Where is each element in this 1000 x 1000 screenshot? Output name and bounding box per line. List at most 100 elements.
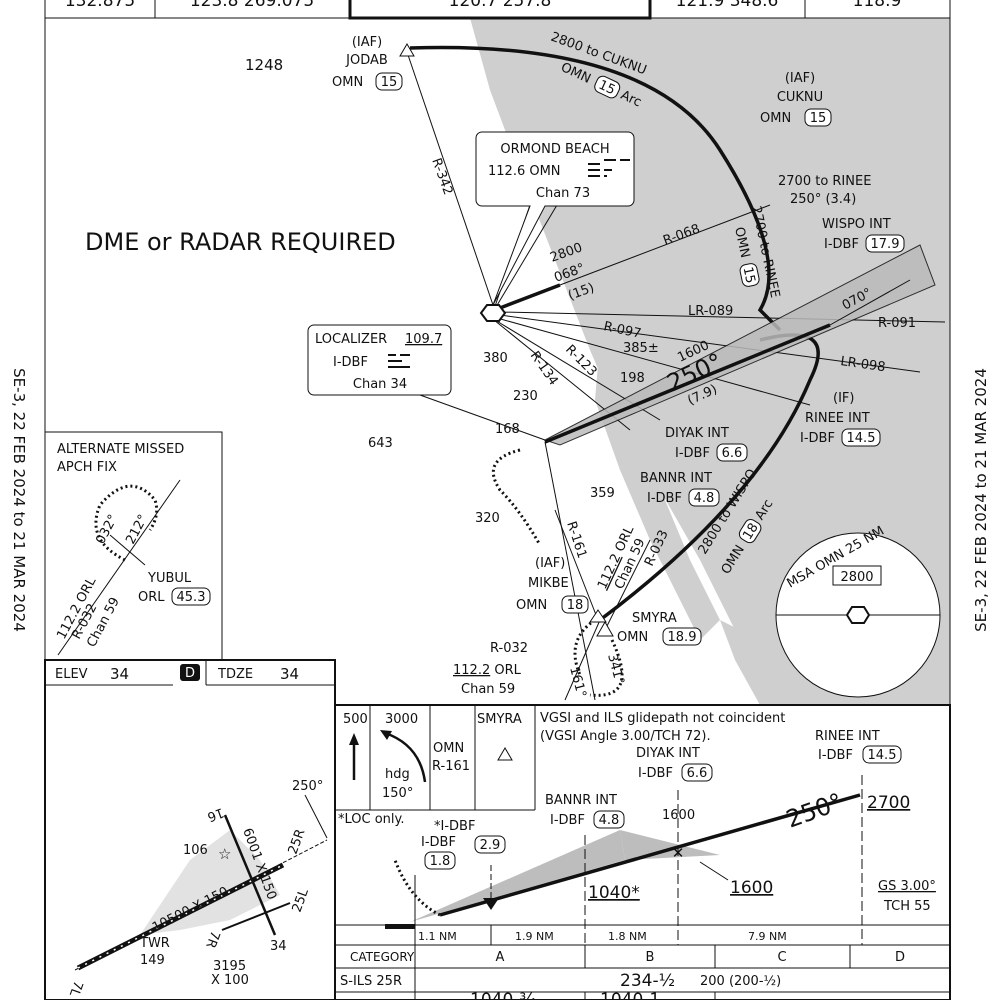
profile-diyak: DIYAK INT I-DBF 6.6 [636, 746, 713, 782]
fix-label: (IAF) [535, 556, 565, 571]
dme-value: 17.9 [871, 237, 900, 252]
navaid-name: ORMOND BEACH [500, 142, 609, 157]
localizer-title: LOCALIZER [315, 332, 387, 347]
profile-step-1-8: I-DBF 1.8 [421, 835, 456, 870]
fix-label: SMYRA [632, 611, 677, 626]
msa-altitude: 2800 [840, 570, 873, 585]
side-date-right: SE-3, 22 FEB 2024 to 21 MAR 2024 [972, 368, 990, 632]
alt-missed-title: APCH FIX [57, 460, 117, 475]
fix-smyra: SMYRA OMN 18.9 [617, 611, 702, 646]
dme-value: 6.6 [687, 766, 708, 781]
fix-label: (IAF) [352, 35, 382, 50]
fix-cuknu: (IAF) CUKNU OMN 15 [760, 71, 832, 127]
radial-r032: R-032 [490, 641, 528, 656]
missed-fix: SMYRA [477, 712, 522, 727]
dme-value: 1.8 [430, 854, 451, 869]
coastline-islands [595, 340, 720, 640]
hold-course-inbound: 161° [566, 665, 589, 699]
fix-label: RINEE INT [805, 411, 870, 426]
elevation-385: 385± [623, 341, 659, 356]
gs-intercept-altitude: 1600 [730, 878, 773, 898]
fix-label: WISPO INT [822, 217, 891, 232]
runway-id-34: 34 [270, 939, 287, 954]
dme-value: 14.5 [847, 431, 876, 446]
airport-course: 250° [292, 779, 323, 794]
radial-lr098: LR-098 [839, 354, 886, 375]
tower-label: TWR [139, 936, 170, 951]
orl-freq-2: 112.2 ORL [453, 663, 522, 678]
localizer-freq: 109.7 [405, 332, 442, 347]
fix-bannr: BANNR INT I-DBF 4.8 [640, 471, 720, 507]
elev-value: 34 [110, 665, 129, 683]
navaid-freq: 112.6 OMN [488, 164, 561, 179]
category-a: A [496, 950, 505, 965]
missed-climb-alt: 500 [343, 712, 368, 727]
category-c: C [777, 950, 786, 965]
fix-label: I-DBF [421, 835, 456, 850]
loc-only-note: *LOC only. [338, 812, 405, 827]
freq-2: 123.8 269.075 [190, 0, 314, 11]
orl-chan-2: Chan 59 [461, 682, 515, 697]
distance-segment: 1.8 NM [608, 930, 647, 943]
airport-badge [180, 664, 200, 681]
fix-label: OMN [617, 630, 648, 645]
fix-label: BANNR INT [640, 471, 712, 486]
fix-label: DIYAK INT [636, 746, 700, 761]
minima-table: CATEGORY A B C D S-ILS 25R 234-½ 200 (20… [335, 944, 950, 1000]
freq-5: 118.9 [853, 0, 902, 11]
radial-r342: R-342 [428, 156, 455, 197]
missed-radial: R-161 [432, 759, 470, 774]
msa-vortac-icon [845, 606, 871, 624]
dme-value: 15 [810, 111, 827, 126]
category-label: CATEGORY [350, 950, 415, 964]
fix-diyak: DIYAK INT I-DBF 6.6 [665, 426, 748, 462]
dme-value: 14.5 [868, 748, 897, 763]
tdze-value: 34 [280, 665, 299, 683]
rinee-altitude: 2700 [867, 793, 910, 813]
dme-value: 18 [567, 598, 584, 613]
runway-small-dims: 3195 [213, 959, 246, 974]
hold-course-outbound: 341° [604, 652, 627, 686]
freq-1: 132.875 [65, 0, 135, 11]
elevation-230: 230 [513, 389, 538, 404]
fix-label: OMN [516, 598, 547, 613]
dme-value: 4.8 [599, 813, 620, 828]
missed-fix-icon [497, 747, 513, 761]
vortac-icon [479, 304, 507, 322]
dme-value: 4.8 [694, 491, 715, 506]
minima-row-label: S-ILS 25R [340, 974, 402, 989]
dme-value: 15 [596, 78, 617, 99]
elevation-320: 320 [475, 511, 500, 526]
runway-id-7r: 7R [202, 929, 222, 950]
navaid-chan: Chan 73 [536, 186, 590, 201]
minima-hat: 200 (200-½) [700, 974, 781, 989]
rinee-arc-dme: OMN 15 [731, 226, 760, 287]
fix-label: I-DBF [800, 431, 835, 446]
fix-label: CUKNU [777, 90, 823, 105]
elev-label: ELEV [55, 667, 88, 682]
elevation-643: 643 [368, 436, 393, 451]
alt-fix-name: YUBUL [147, 571, 192, 586]
profile-step-2-9: *I-DBF 2.9 [434, 819, 506, 854]
fix-label: OMN [332, 75, 363, 90]
mikbe-fix-icon [589, 609, 607, 623]
bannr-altitude: 1040* [588, 883, 640, 903]
dme-value: 2.9 [480, 838, 501, 853]
morse-code-icon [388, 354, 410, 368]
fix-label: *I-DBF [434, 819, 475, 834]
profile-view: 500 3000 hdg 150° OMN R-161 SMYRA VGSI a… [334, 704, 951, 1000]
terrain-elevations: 1248 380 385± 198 230 168 643 359 320 [245, 56, 659, 526]
runway-small-dims: X 100 [211, 973, 249, 988]
dme-value: 15 [740, 266, 758, 285]
fix-label: I-DBF [818, 748, 853, 763]
tdze-label: TDZE [217, 667, 253, 682]
threshold-crossing-height: TCH 55 [883, 899, 931, 914]
elevation-1248: 1248 [245, 56, 283, 74]
minima-value: 1040-1 [600, 990, 660, 1000]
dme-value: 45.3 [177, 590, 206, 605]
glideslope-angle: GS 3.00° [878, 879, 936, 894]
morse-code-icon [588, 159, 630, 177]
distance-segment: 1.1 NM [418, 930, 457, 943]
fix-label: I-DBF [647, 491, 682, 506]
fix-label: I-DBF [550, 813, 585, 828]
